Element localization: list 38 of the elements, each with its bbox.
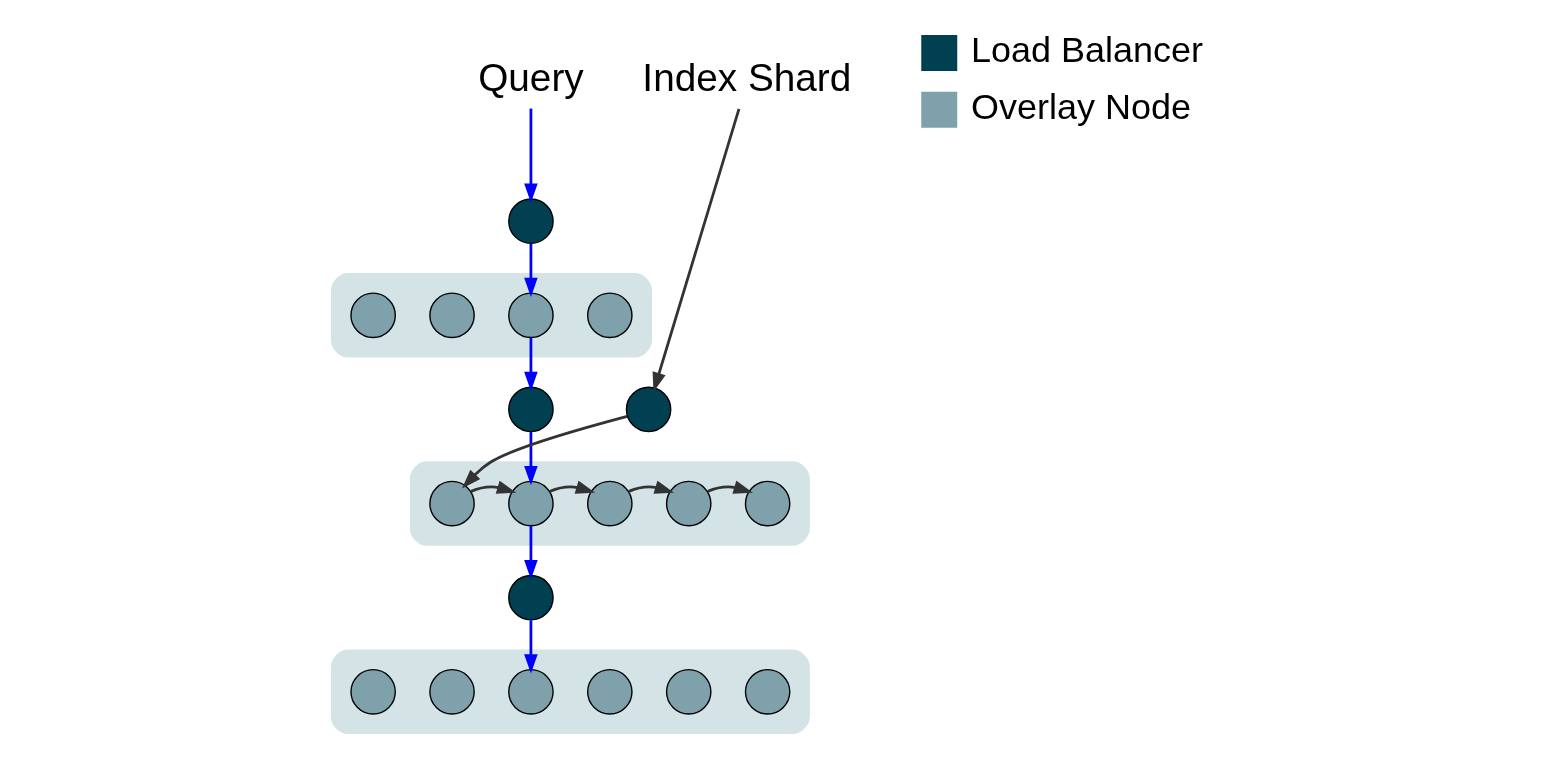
node-circle	[507, 668, 554, 715]
node-circle	[744, 480, 790, 527]
node-text: Index Shard	[641, 55, 851, 99]
node-circle	[586, 668, 633, 715]
arrow	[470, 480, 516, 494]
node-circle	[428, 292, 475, 339]
arrow	[523, 526, 538, 580]
node-circle	[428, 480, 475, 527]
arrow	[523, 620, 538, 674]
node-circle	[507, 386, 554, 433]
node-circle	[665, 668, 712, 715]
arrow	[523, 243, 538, 298]
legend-label: Load Balancer	[970, 28, 1203, 70]
node-text: Query	[477, 55, 584, 99]
arrow	[523, 108, 538, 203]
node-circle	[507, 198, 554, 245]
node-circle	[349, 668, 396, 715]
legend-label: Overlay Node	[970, 85, 1191, 127]
node-circle	[586, 480, 633, 527]
node-circle	[428, 668, 475, 715]
node-circle	[349, 292, 396, 339]
arrow	[652, 108, 740, 392]
node-circle	[507, 574, 554, 621]
arrow	[706, 480, 753, 494]
cluster	[409, 461, 810, 546]
node-circle	[665, 480, 712, 527]
arrow	[461, 415, 627, 489]
node-circle	[586, 292, 633, 339]
arrow	[523, 432, 538, 486]
node-circle	[507, 292, 554, 339]
cluster	[330, 273, 652, 358]
arrow	[523, 337, 538, 392]
node-circle	[507, 480, 554, 527]
node-circle	[625, 386, 671, 433]
arrow	[549, 480, 595, 494]
arrow	[627, 480, 674, 494]
node-circle	[744, 668, 790, 715]
cluster	[330, 649, 810, 735]
